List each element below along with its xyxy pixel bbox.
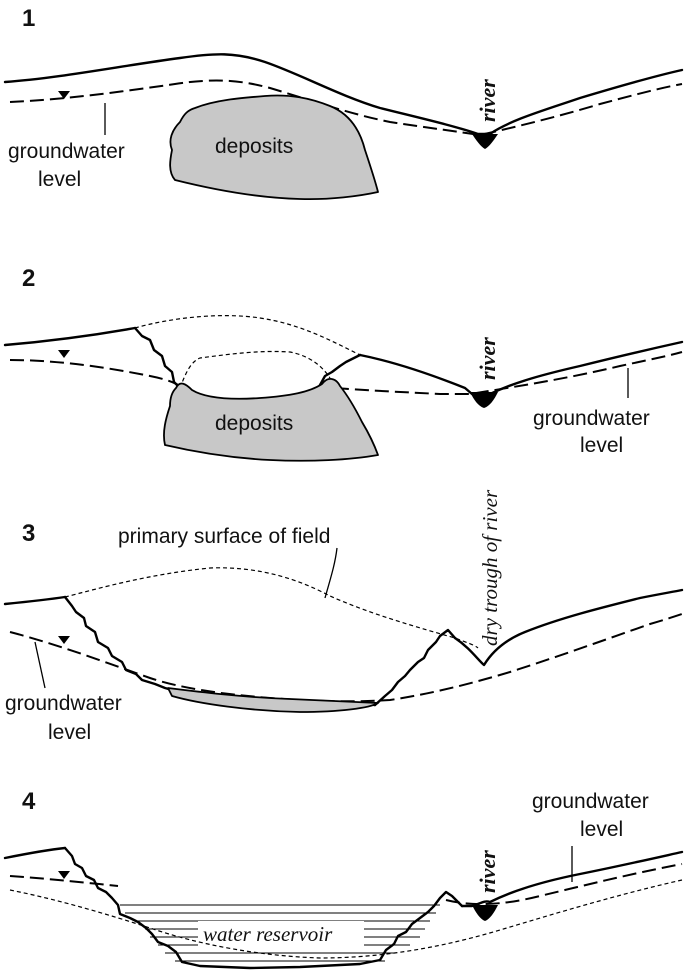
river-label: river [475, 337, 500, 380]
panel-3: 3 primary surface of field groundwater l… [3, 520, 684, 744]
groundwater-line [334, 351, 683, 395]
groundwater-line [9, 613, 683, 703]
water-table-marker-icon [58, 350, 70, 358]
river-water [470, 392, 498, 408]
groundwater-line [9, 359, 183, 389]
deposits-label: deposits [215, 135, 293, 158]
panel-number: 4 [22, 788, 36, 815]
groundwater-label-line2: level [580, 434, 623, 457]
pit-wall-right [318, 353, 362, 387]
pit-wall-left [133, 326, 182, 390]
ground-surface-right [453, 588, 684, 667]
groundwater-label-line2: level [38, 168, 81, 191]
reservoir-label-bg [198, 921, 364, 947]
pit-wall-right [378, 890, 464, 962]
panel-number: 2 [22, 265, 35, 292]
groundwater-line [9, 875, 119, 887]
water-table-marker-icon [58, 636, 70, 644]
river-water [472, 905, 498, 921]
deposits-remnant [167, 687, 379, 713]
deposits-label: deposits [215, 412, 293, 435]
ground-surface-right [358, 340, 684, 396]
deposits-body [169, 94, 379, 201]
original-surface [134, 315, 361, 356]
river-label: river [475, 850, 500, 893]
groundwater-depression [9, 879, 683, 959]
excavation-outline [179, 350, 331, 389]
groundwater-label-line2: level [48, 721, 91, 744]
panel-number: 3 [22, 520, 35, 547]
pit-wall-left [63, 846, 382, 970]
primary-surface-label: primary surface of field [118, 525, 330, 548]
deposits-body [163, 378, 379, 462]
ground-surface [3, 53, 684, 136]
primary-surface-leader [324, 547, 338, 599]
ground-surface-left [3, 846, 67, 860]
pit-wall-right [373, 628, 457, 707]
panel-2: 2 deposits river groundwater level [3, 265, 684, 462]
water-reservoir-label: water reservoir [203, 922, 333, 946]
water-table-marker-icon [58, 91, 70, 99]
river-label: river [475, 79, 500, 122]
groundwater-label-line1: groundwater [8, 140, 125, 163]
groundwater-label-line1: groundwater [532, 790, 649, 813]
pit-wall-left [63, 595, 174, 692]
groundwater-leader [34, 641, 46, 689]
panel-number: 1 [22, 5, 35, 32]
groundwater-label-line1: groundwater [5, 692, 122, 715]
ground-surface-left [3, 595, 67, 606]
groundwater-label-line2: level [580, 818, 623, 841]
groundwater-label-line1: groundwater [533, 407, 650, 430]
river-water [472, 134, 498, 149]
groundwater-line [445, 863, 683, 906]
panel-1: 1 river deposits groundwater level [3, 5, 684, 201]
ground-surface-left [3, 326, 137, 347]
ground-surface-right [460, 850, 684, 908]
water-table-marker-icon [58, 871, 70, 879]
groundwater-line [9, 79, 683, 137]
dry-trough-label: dry trough of river [478, 489, 502, 646]
panel-4: 4 groundwater level water reservoir [3, 788, 684, 970]
primary-surface-line [64, 567, 479, 649]
